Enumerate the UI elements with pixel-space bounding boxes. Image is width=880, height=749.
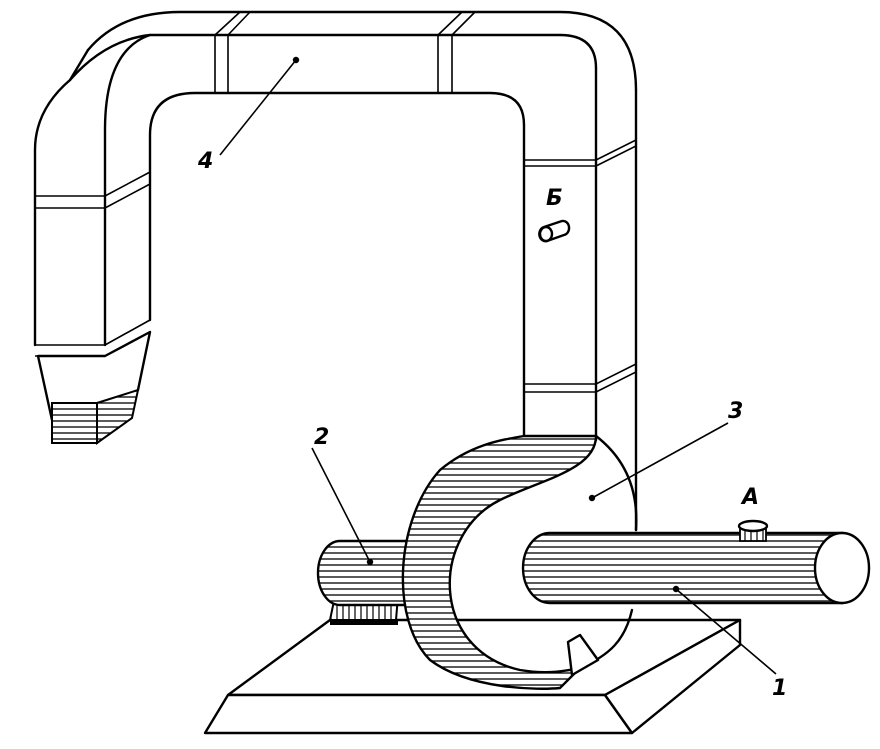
leader-lines: [219, 56, 777, 675]
overhead-duct: [33, 10, 638, 445]
motor-cylinder: [316, 539, 422, 607]
fan-housing: [401, 434, 638, 690]
label-point-a: А: [740, 485, 759, 510]
label-part-1: 1: [772, 676, 787, 701]
fitting-b: [538, 219, 571, 243]
label-part-2: 2: [314, 425, 329, 450]
vertical-duct: [522, 66, 638, 532]
label-part-4: 4: [197, 149, 213, 174]
label-part-3: 3: [728, 399, 743, 424]
shaft-cylinder: [521, 531, 871, 605]
label-point-b: Б: [546, 186, 563, 211]
adjustment-knob: [737, 519, 769, 542]
